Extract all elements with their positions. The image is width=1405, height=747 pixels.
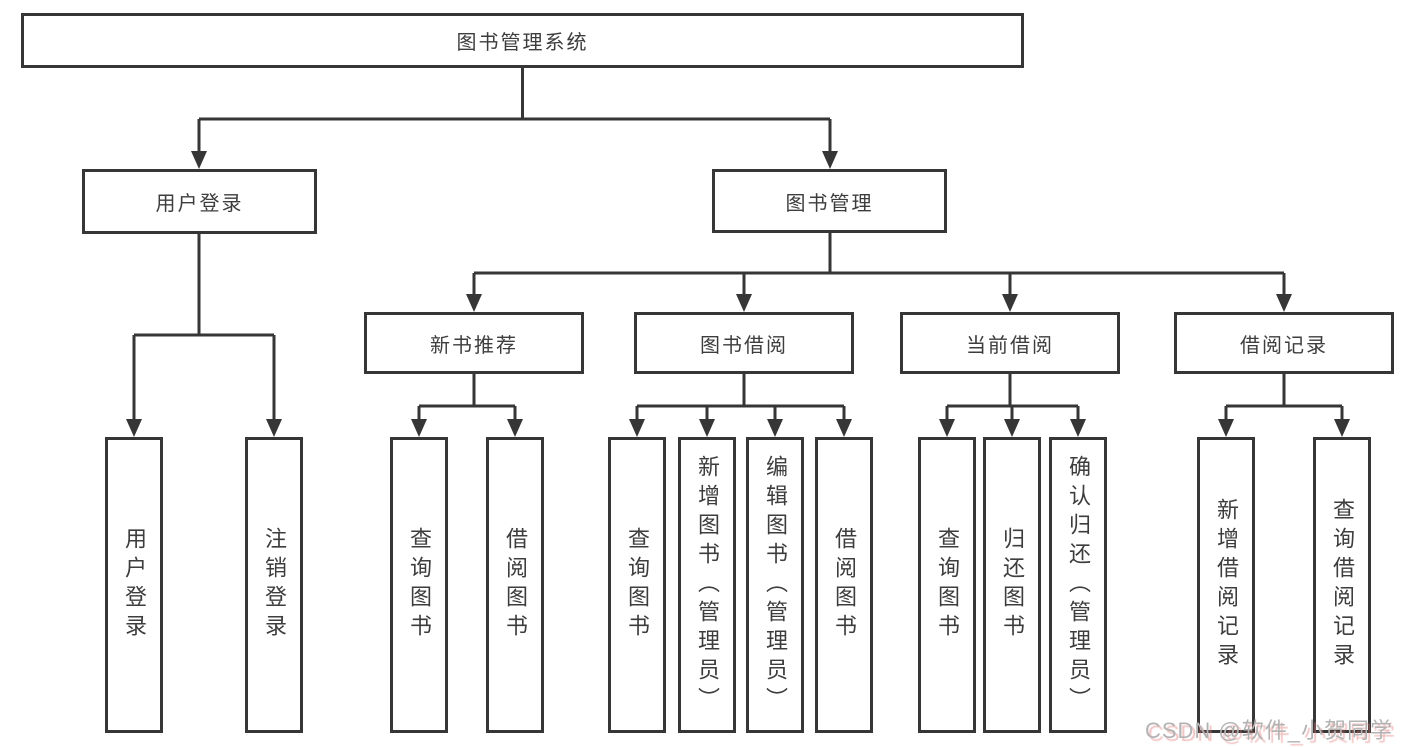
leaf-br-query-record-label: 查询借阅记录 bbox=[1330, 498, 1355, 672]
leaf-bb-edit-books: 编辑图书（管理员） bbox=[746, 437, 804, 733]
node-book-borrowing-label: 图书借阅 bbox=[700, 334, 788, 357]
leaf-cb-query-books: 查询图书 bbox=[918, 437, 976, 733]
leaf-nbr-query-books: 查询图书 bbox=[390, 437, 448, 733]
node-book-management-system: 图书管理系统 bbox=[21, 13, 1024, 68]
node-book-management-system-label: 图书管理系统 bbox=[456, 32, 589, 54]
node-user-login-label: 用户登录 bbox=[155, 193, 244, 215]
node-borrowing-records-label: 借阅记录 bbox=[1240, 334, 1328, 357]
node-new-book-recommend: 新书推荐 bbox=[364, 312, 584, 374]
node-user-login: 用户登录 bbox=[82, 169, 317, 234]
leaf-bb-query-books: 查询图书 bbox=[608, 437, 666, 733]
node-borrowing-records: 借阅记录 bbox=[1174, 312, 1394, 374]
leaf-bb-edit-books-label: 编辑图书（管理员） bbox=[763, 454, 788, 716]
leaf-cb-confirm-return: 确认归还（管理员） bbox=[1049, 437, 1107, 733]
node-current-borrowing: 当前借阅 bbox=[900, 312, 1120, 374]
leaf-user-login-label: 用户登录 bbox=[122, 527, 147, 643]
leaf-user-login: 用户登录 bbox=[105, 437, 163, 733]
leaf-bb-borrow-books: 借阅图书 bbox=[815, 437, 873, 733]
leaf-br-add-record-label: 新增借阅记录 bbox=[1214, 498, 1239, 672]
leaf-nbr-query-books-label: 查询图书 bbox=[407, 527, 432, 643]
leaf-br-query-record: 查询借阅记录 bbox=[1313, 437, 1371, 733]
connector-shafts bbox=[132, 68, 1344, 423]
leaf-bb-add-books-label: 新增图书（管理员） bbox=[695, 454, 720, 716]
leaf-br-add-record: 新增借阅记录 bbox=[1197, 437, 1255, 733]
node-book-borrowing: 图书借阅 bbox=[634, 312, 854, 374]
leaf-nbr-borrow-books-label: 借阅图书 bbox=[503, 527, 528, 643]
leaf-cb-return-books-label: 归还图书 bbox=[1000, 527, 1025, 643]
leaf-bb-borrow-books-label: 借阅图书 bbox=[832, 527, 857, 643]
arrowheads bbox=[126, 151, 1350, 437]
node-book-management: 图书管理 bbox=[712, 169, 947, 233]
node-new-book-recommend-label: 新书推荐 bbox=[430, 334, 518, 357]
leaf-logout: 注销登录 bbox=[245, 437, 303, 733]
leaf-bb-query-books-label: 查询图书 bbox=[625, 527, 650, 643]
leaf-nbr-borrow-books: 借阅图书 bbox=[486, 437, 544, 733]
leaf-cb-query-books-label: 查询图书 bbox=[935, 527, 960, 643]
leaf-cb-confirm-return-label: 确认归还（管理员） bbox=[1066, 454, 1091, 716]
node-current-borrowing-label: 当前借阅 bbox=[966, 334, 1054, 357]
leaf-cb-return-books: 归还图书 bbox=[983, 437, 1041, 733]
csdn-watermark: CSDN @软件_小贺同学 bbox=[1144, 718, 1393, 743]
leaf-bb-add-books: 新增图书（管理员） bbox=[678, 437, 736, 733]
node-book-management-label: 图书管理 bbox=[785, 192, 874, 215]
leaf-logout-label: 注销登录 bbox=[262, 527, 287, 643]
